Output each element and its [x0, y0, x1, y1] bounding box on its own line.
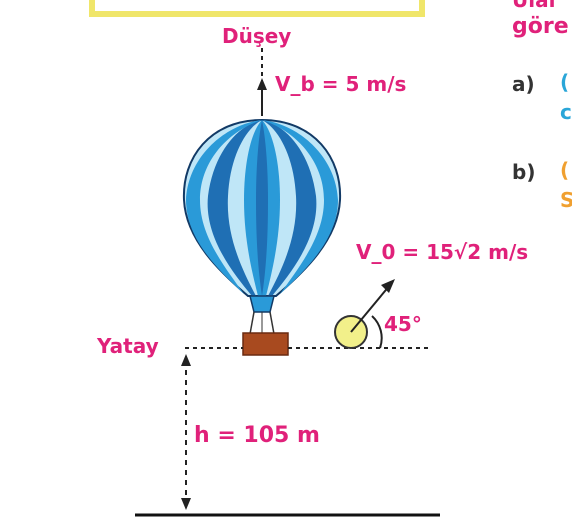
item-b-mark: ( [560, 158, 570, 182]
item-a-label: a) [512, 72, 535, 96]
height-label: h = 105 m [194, 423, 320, 448]
basket [242, 332, 289, 356]
item-a-mark: ( [560, 70, 570, 94]
vb-label: V_b = 5 m/s [275, 72, 407, 96]
v0-arrowhead [381, 279, 395, 293]
item-a-mark-2: c [560, 100, 572, 124]
item-b-label: b) [512, 160, 536, 184]
v0-arrow [350, 284, 391, 333]
v0-label: V_0 = 15√2 m/s [356, 240, 529, 264]
angle-arc [371, 315, 383, 349]
vb-arrowhead [257, 78, 267, 90]
height-arrow-down [181, 498, 191, 510]
height-arrow-up [181, 354, 191, 366]
item-b-mark-2: S [560, 188, 572, 212]
balloon [182, 118, 342, 335]
top-frame [89, 0, 425, 17]
vertical-axis-label: Düşey [222, 24, 292, 48]
horizontal-axis-label: Yatay [97, 334, 159, 358]
side-text-top: Ulal [512, 0, 556, 12]
angle-label: 45° [384, 312, 422, 336]
side-text-line2: göre [512, 14, 569, 39]
